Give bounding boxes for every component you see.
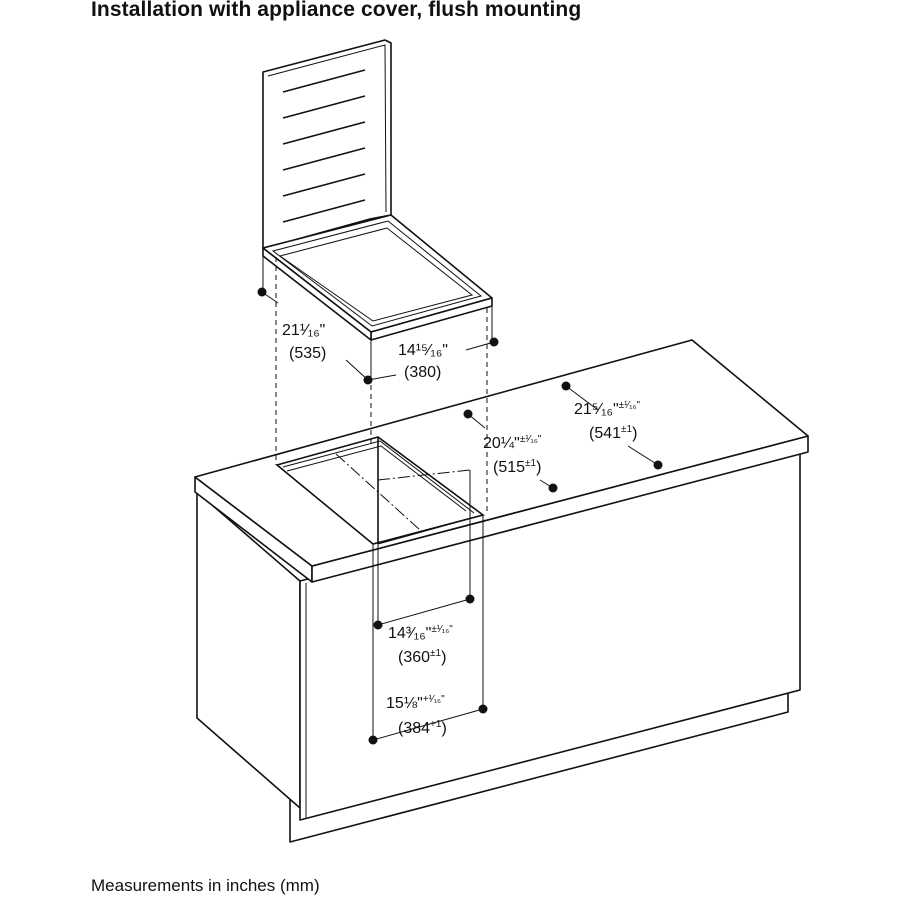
recess-width-tolerance: +¹⁄₁₆"	[423, 694, 445, 705]
cabinet	[194, 339, 809, 843]
svg-text:(541±1): (541±1)	[589, 424, 637, 442]
dim-dot	[561, 381, 571, 391]
cutout-width-inch: 14³⁄₁₆"	[388, 625, 431, 642]
svg-text:(515±1): (515±1)	[493, 458, 541, 476]
cover-width-mm: (380)	[404, 364, 441, 381]
dimension-lines	[257, 287, 663, 745]
recess-width-mm-close: )	[441, 720, 446, 737]
diagram-title: Installation with appliance cover, flush…	[91, 0, 582, 21]
svg-text:14³⁄₁₆"±¹⁄₁₆": 14³⁄₁₆"±¹⁄₁₆"	[388, 624, 453, 642]
countertop-depth-mm-tolerance: ±1	[621, 424, 632, 435]
countertop-depth-tolerance: ±¹⁄₁₆"	[619, 400, 641, 411]
svg-text:20¼"±¹⁄₁₆": 20¼"±¹⁄₁₆"	[483, 434, 542, 452]
cover-lid-ribs	[282, 69, 366, 223]
cutout-depth-tolerance: ±¹⁄₁₆"	[520, 434, 542, 445]
cutout-width-mm: (360	[398, 649, 430, 666]
countertop-depth-mm: (541	[589, 425, 621, 442]
recess-width-mm-tolerance: +1	[430, 719, 442, 730]
cutout-width-mm-close: )	[441, 649, 446, 666]
cutout-depth-mm-close: )	[536, 459, 541, 476]
svg-text:15⅛"+¹⁄₁₆": 15⅛"+¹⁄₁₆"	[386, 694, 445, 712]
dim-dot	[489, 337, 499, 347]
dim-dot	[548, 483, 558, 493]
measurement-units-note: Measurements in inches (mm)	[91, 876, 320, 895]
svg-text:(384+1): (384+1)	[398, 719, 447, 737]
dim-dot	[257, 287, 267, 297]
countertop-depth-mm-close: )	[632, 425, 637, 442]
extension-lines	[262, 256, 493, 740]
dim-dot	[373, 620, 383, 630]
cutout-depth-mm: (515	[493, 459, 525, 476]
cover-depth-mm: (535)	[289, 345, 326, 362]
cutout-width-mm-tolerance: ±1	[430, 648, 441, 659]
cutout-depth-inch: 20¼"	[483, 435, 520, 452]
dim-dot	[463, 409, 473, 419]
dimension-labels: 21¹⁄₁₆" (535) 14¹⁵⁄₁₆" (380) 21⁵⁄₁₆"±¹⁄₁…	[282, 322, 641, 737]
recess-width-mm: (384	[398, 720, 430, 737]
countertop-cutout	[275, 436, 485, 545]
cutout-width-tolerance: ±¹⁄₁₆"	[431, 624, 453, 635]
svg-text:21⁵⁄₁₆"±¹⁄₁₆": 21⁵⁄₁₆"±¹⁄₁₆"	[574, 400, 641, 418]
svg-text:(360±1): (360±1)	[398, 648, 446, 666]
cover-lid	[262, 39, 392, 249]
cover-width-inch: 14¹⁵⁄₁₆"	[398, 342, 448, 359]
appliance-cover	[262, 39, 493, 341]
dim-dot	[478, 704, 488, 714]
cutout-depth-mm-tolerance: ±1	[525, 458, 536, 469]
cover-depth-inch: 21¹⁄₁₆"	[282, 322, 325, 339]
countertop-depth-inch: 21⁵⁄₁₆"	[574, 401, 619, 418]
dim-dot	[368, 735, 378, 745]
dim-dot	[653, 460, 663, 470]
recess-width-inch: 15⅛"	[386, 695, 423, 712]
dim-dot	[465, 594, 475, 604]
